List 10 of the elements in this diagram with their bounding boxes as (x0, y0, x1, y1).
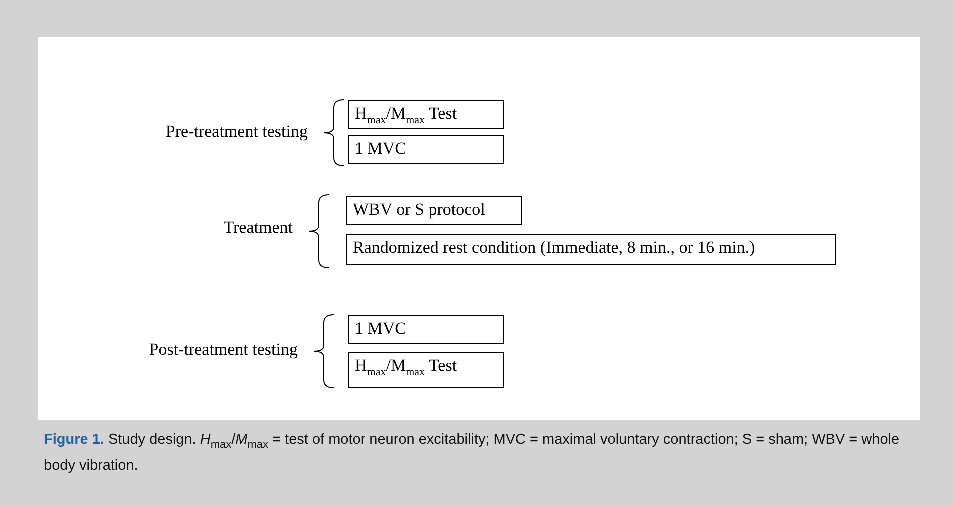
phase-label: Treatment (224, 218, 293, 238)
step-box: H$_{max}$/M$_{max}$ Test (348, 352, 504, 388)
step-box: H$_{max}$/M$_{max}$ Test (348, 100, 504, 129)
phase-label: Pre-treatment testing (166, 122, 308, 142)
step-box: WBV or S protocol (346, 196, 522, 225)
step-box: Randomized rest condition (Immediate, 8 min., or 16 min.) (346, 234, 836, 265)
phase-label: Post-treatment testing (149, 340, 298, 360)
step-box: 1 MVC (348, 135, 504, 164)
step-box: 1 MVC (348, 315, 504, 344)
figure-caption: Figure 1. Study design. H$_{max}$/M$_{max}$ = test of motor neuron excitability; MVC = maximal voluntary contraction; S = sham; WBV = whole body vibration. (44, 431, 901, 476)
